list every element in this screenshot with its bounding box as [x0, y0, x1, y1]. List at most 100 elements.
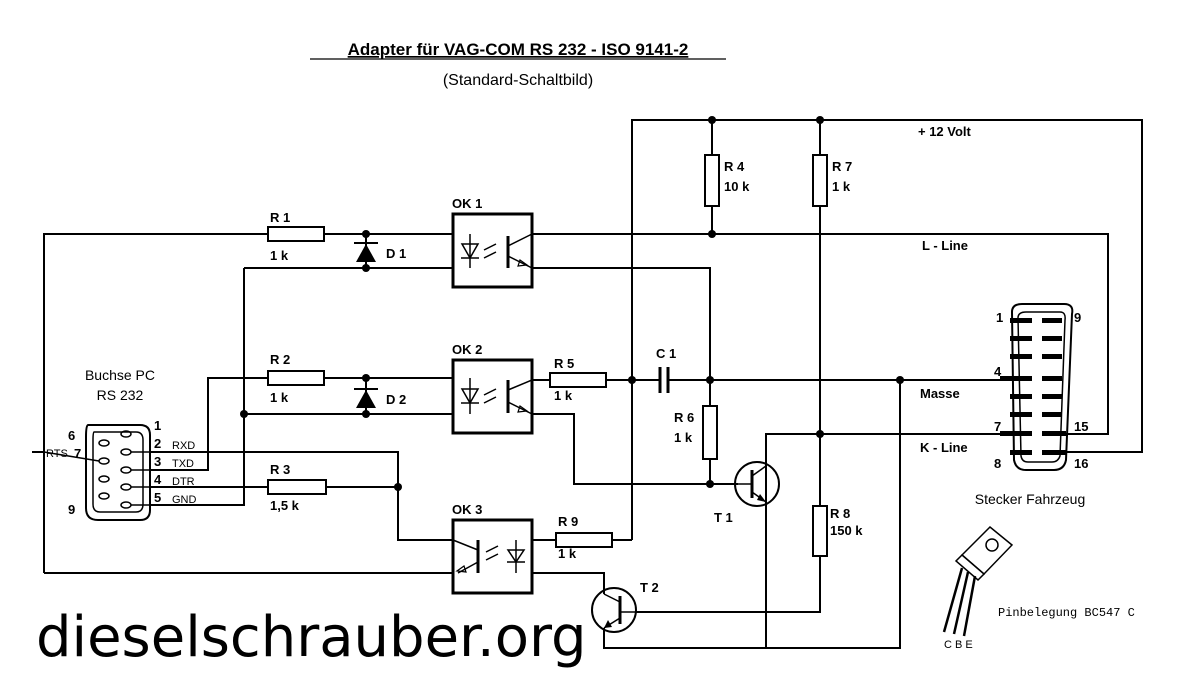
- ok1-emitter-arrow: [517, 259, 529, 267]
- ok3-label: OK 3: [452, 502, 482, 517]
- r5-value: 1 k: [554, 388, 573, 403]
- r2-name: R 2: [270, 352, 290, 367]
- rxd-label: RXD: [172, 440, 195, 452]
- ok2-emitter: [507, 401, 533, 415]
- pc-pin-6-label: 6: [68, 428, 75, 443]
- t2-collector: [603, 593, 621, 603]
- ok2-to-t1-wire: [532, 413, 738, 485]
- pc-pin-1-label: 1: [154, 418, 161, 433]
- resistor-r1: [267, 226, 325, 242]
- junction-dot: [362, 410, 370, 418]
- r4-name: R 4: [724, 159, 745, 174]
- bc547-side: [954, 553, 986, 582]
- r3-name: R 3: [270, 462, 290, 477]
- r9-name: R 9: [558, 514, 578, 529]
- ok3-emitter-arrow: [455, 565, 467, 573]
- c1-label: C 1: [656, 346, 676, 361]
- r4-value: 10 k: [724, 179, 750, 194]
- vehicle-pin-9-label: 9: [1074, 310, 1081, 325]
- vehicle-pin: [1042, 431, 1066, 436]
- diode-d2: [354, 388, 378, 408]
- r8-to-t2-wire: [636, 556, 821, 613]
- pc-pin: [98, 475, 110, 483]
- ok1-led: [460, 243, 480, 260]
- pc-pin: [120, 466, 132, 474]
- k-line-label: K - Line: [920, 440, 968, 455]
- bc547-lead-b: [952, 571, 970, 635]
- capacitor-c1: [644, 367, 680, 393]
- ok2-led: [460, 388, 480, 405]
- pc-pin-2-label: 2: [154, 436, 161, 451]
- diagram-subtitle: (Standard-Schaltbild): [443, 72, 593, 89]
- r7-value: 1 k: [832, 179, 851, 194]
- junction-dot: [708, 116, 716, 124]
- ok1-light-arrow: [483, 251, 497, 259]
- supply-rail-wire: [631, 119, 1143, 540]
- pc-pin: [98, 492, 110, 500]
- rts-lead: [43, 451, 100, 462]
- r3-value: 1,5 k: [270, 498, 300, 513]
- ok2-label: OK 2: [452, 342, 482, 357]
- optocoupler-ok2: [451, 358, 534, 435]
- pc-pin-3-label: 3: [154, 454, 161, 469]
- rts-label: RTS: [46, 448, 68, 460]
- junction-dot: [240, 410, 248, 418]
- ok3-to-t2-wire: [532, 572, 605, 594]
- junction-dot: [362, 374, 370, 382]
- ok3-light-arrow: [485, 553, 499, 561]
- resistors: [267, 154, 828, 557]
- resistor-r2: [267, 370, 325, 386]
- ok2-emitter-arrow: [517, 405, 529, 413]
- t1-emitter-arrow: [757, 494, 766, 502]
- vehicle-pin: [1042, 318, 1062, 323]
- junction-dot: [708, 230, 716, 238]
- pc-connector-title: Buchse PC: [85, 367, 155, 383]
- resistor-r5: [549, 372, 607, 388]
- d2-label: D 2: [386, 392, 406, 407]
- ok1-light-arrow: [483, 243, 497, 251]
- ok2-light-arrow: [483, 388, 497, 396]
- l-line-wire: [532, 233, 1109, 435]
- r6-value: 1 k: [674, 430, 693, 445]
- vehicle-pin-16-label: 16: [1074, 456, 1088, 471]
- vehicle-connector-shell: [1010, 303, 1074, 471]
- transistor-t1: [734, 461, 780, 507]
- r1-value: 1 k: [270, 248, 289, 263]
- resistor-r8: [812, 505, 828, 557]
- t1-circle: [734, 461, 780, 507]
- gnd-label: GND: [172, 494, 197, 506]
- vehicle-pin: [1010, 336, 1032, 341]
- bc547-lead-c: [942, 567, 964, 633]
- pc-pin: [98, 457, 110, 465]
- supply-label: + 12 Volt: [918, 124, 972, 139]
- transistor-t2: [591, 587, 637, 633]
- junction-dot: [816, 116, 824, 124]
- vehicle-pin: [1042, 412, 1062, 417]
- t1-label: T 1: [714, 510, 733, 525]
- pc-pin-7-label: 7: [74, 446, 81, 461]
- ok3-collector: [452, 539, 479, 551]
- junction-dot: [394, 483, 402, 491]
- labels: + 12 Volt L - Line Masse K - Line R 1 1 …: [36, 124, 1135, 670]
- vehicle-pin: [1042, 376, 1062, 381]
- junction-dot: [896, 376, 904, 384]
- ok3-led: [506, 549, 526, 564]
- vehicle-pin: [1000, 376, 1032, 381]
- ok1-box: [451, 212, 534, 289]
- junctions: [240, 116, 904, 491]
- resistor-r3: [267, 479, 327, 495]
- r8-name: R 8: [830, 506, 850, 521]
- vehicle-pin: [1042, 336, 1062, 341]
- junction-dot: [362, 230, 370, 238]
- pc-connector-shell: [85, 424, 151, 521]
- vehicle-pin: [1042, 394, 1062, 399]
- vehicle-pin: [1042, 354, 1062, 359]
- pc-pin: [120, 501, 132, 509]
- ok2-box: [451, 358, 534, 435]
- vehicle-pins-right: [1042, 318, 1066, 455]
- pinout-label: Pinbelegung BC547 C: [998, 606, 1135, 620]
- ok1-to-masse-wire: [532, 267, 711, 380]
- junction-dot: [628, 376, 636, 384]
- ok2-light-arrow: [483, 396, 497, 404]
